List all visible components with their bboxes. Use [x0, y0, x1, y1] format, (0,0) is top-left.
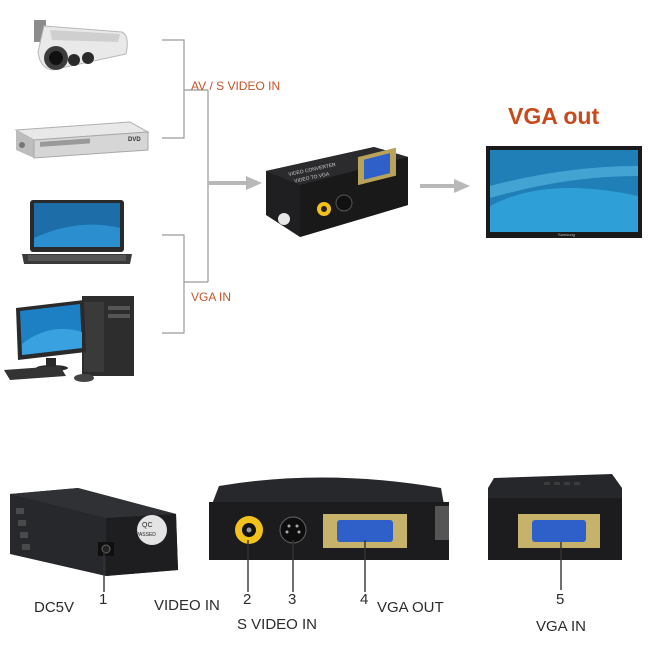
monitor-brand: Samsung [558, 232, 575, 237]
cctv-camera-image [22, 12, 132, 82]
qc-sticker-line2: PASSED [136, 532, 156, 538]
desktop-computer-image [0, 292, 140, 388]
vga-out-title: VGA out [508, 103, 600, 129]
av-s-video-in-label: AV / S VIDEO IN [191, 79, 281, 93]
dvd-player-image: DVD [10, 118, 150, 160]
vga-in-diagram-label: VGA IN [191, 290, 232, 304]
port-number-1: 1 [99, 591, 108, 608]
converter-box-image: VIDEO CONVERTER VIDEO TO VGA [262, 145, 412, 245]
port-name-video-in: VIDEO IN [154, 597, 220, 614]
port-name-vga-out: VGA OUT [377, 599, 444, 616]
converter-rear-vga-image [484, 468, 634, 566]
port-number-5: 5 [556, 591, 565, 608]
monitor-image: Samsung [486, 146, 642, 240]
port-number-4: 4 [360, 591, 369, 608]
port-name-dc5v: DC5V [34, 599, 75, 616]
port-name-vga-in: VGA IN [536, 618, 587, 635]
port-name-s-video-in: S VIDEO IN [237, 616, 318, 633]
converter-side-dc-image: QC PASSED [6, 484, 184, 578]
laptop-image [18, 198, 136, 268]
port-number-3: 3 [288, 591, 297, 608]
dvd-badge: DVD [128, 137, 141, 143]
port-number-2: 2 [243, 591, 252, 608]
converter-front-ports-image [205, 472, 455, 568]
qc-sticker-line1: QC [142, 522, 153, 529]
